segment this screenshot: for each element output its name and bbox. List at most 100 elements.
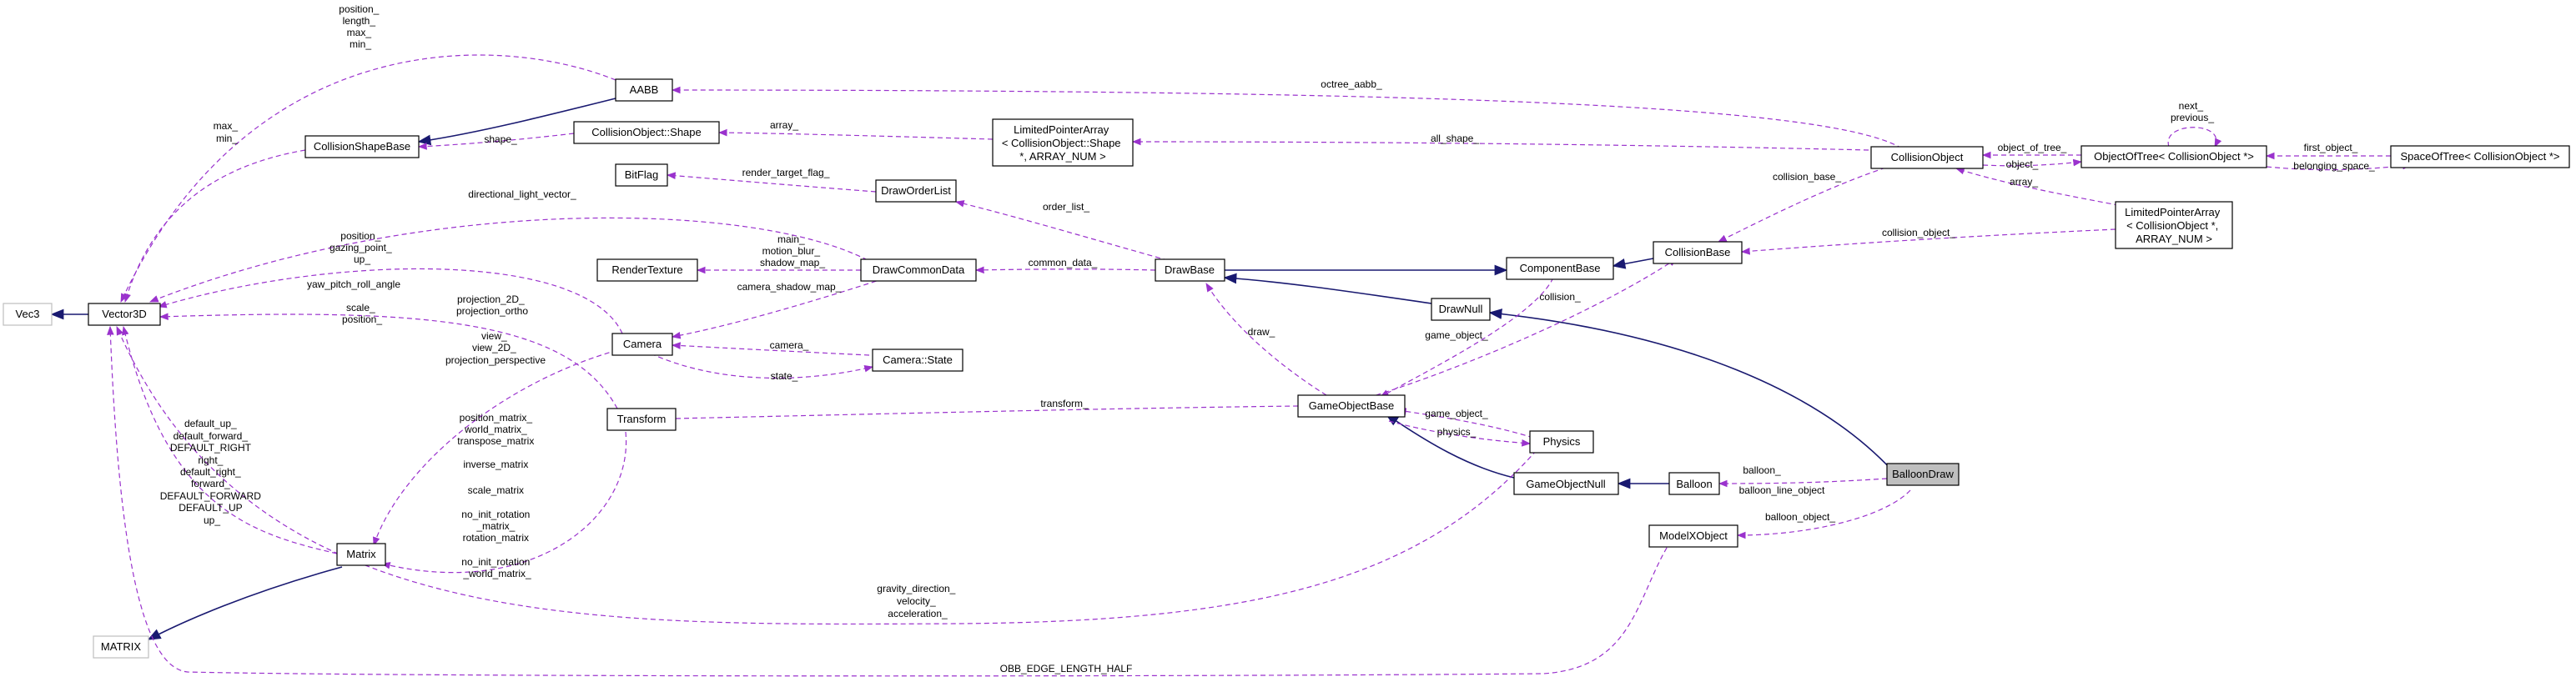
- edge-label-object-of-tree: object_of_tree_: [1998, 142, 2067, 153]
- node-gameobjectbase[interactable]: GameObjectBase: [1297, 394, 1406, 418]
- node-camera[interactable]: Camera: [611, 333, 673, 356]
- node-label: Camera::State: [883, 354, 953, 366]
- node-collisionobject-shape[interactable]: CollisionObject::Shape: [573, 121, 720, 144]
- node-objectoftree[interactable]: ObjectOfTree< CollisionObject *>: [2080, 145, 2267, 168]
- node-rendertexture[interactable]: RenderTexture: [596, 258, 698, 282]
- edge-label-array-lpa: array_: [2010, 176, 2038, 188]
- node-physics[interactable]: Physics: [1529, 430, 1594, 454]
- edge-drawcommondata-vector3d: [148, 217, 868, 303]
- node-label: Vector3D: [102, 308, 146, 320]
- node-drawnull[interactable]: DrawNull: [1431, 298, 1491, 321]
- node-aabb[interactable]: AABB: [615, 78, 673, 102]
- node-drawbase[interactable]: DrawBase: [1155, 258, 1225, 282]
- node-label: ObjectOfTree< CollisionObject *>: [2094, 150, 2254, 163]
- edge-aabb-collisionshapebase: [417, 98, 616, 146]
- edge-label-shape: shape_: [484, 133, 517, 145]
- node-label: GameObjectBase: [1309, 399, 1395, 412]
- edge-drawnull-drawbase: [1223, 273, 1432, 304]
- edge-balloondraw-modelxobject: [1736, 489, 1911, 539]
- edge-physics-gameobjectbase: [1396, 408, 1534, 439]
- edge-label-order-list: order_list_: [1043, 201, 1089, 213]
- node-vec3[interactable]: Vec3: [3, 303, 53, 326]
- node-lpa-collision-shape[interactable]: LimitedPointerArray < CollisionObject::S…: [992, 118, 1134, 167]
- edge-label-render-target-flag: render_target_flag_: [742, 167, 830, 178]
- edge-label-balloon-line-object: balloon_line_object: [1739, 484, 1825, 496]
- edge-label-max-min: max_ min_: [214, 120, 241, 144]
- edge-collisionobject-objectoftree: [1982, 158, 2083, 167]
- edge-matrix-matrixext: [147, 566, 343, 640]
- edge-collisionobject-collisionbase: [1718, 164, 1894, 243]
- edge-gameobjectnull-gameobjectbase: [1385, 414, 1515, 479]
- node-vector3d[interactable]: Vector3D: [88, 303, 161, 326]
- edge-label-game-object-physics: game_object_: [1425, 408, 1488, 419]
- edge-label-position-gazing-up: position_ gazing_point_ up_: [330, 230, 395, 265]
- edge-label-array-shape: array_: [770, 119, 798, 131]
- node-label: RenderTexture: [611, 263, 682, 276]
- node-label: Transform: [617, 413, 667, 425]
- edge-modelxobject-vector3d: [107, 325, 1682, 677]
- node-label: DrawNull: [1439, 303, 1483, 315]
- edge-label-main-motion-shadow: main_ motion_blur_ shadow_map_: [760, 233, 825, 268]
- node-collisionshapebase[interactable]: CollisionShapeBase: [304, 135, 420, 158]
- node-bitflag[interactable]: BitFlag: [615, 163, 668, 187]
- edge-aabb-vector3d: [120, 54, 616, 303]
- node-spaceoftree[interactable]: SpaceOfTree< CollisionObject *>: [2390, 145, 2570, 168]
- node-componentbase[interactable]: ComponentBase: [1506, 257, 1614, 280]
- edge-camera-camerastate: [650, 353, 874, 379]
- edge-label-yaw-pitch-roll: yaw_pitch_roll_angle: [307, 278, 400, 290]
- edge-label-camera-shadow-map: camera_shadow_map_: [737, 281, 842, 293]
- node-label: CollisionObject::Shape: [591, 126, 702, 138]
- node-gameobjectnull[interactable]: GameObjectNull: [1513, 472, 1619, 495]
- edge-lpaobject-collisionbase: [1740, 228, 2116, 255]
- node-balloondraw[interactable]: BalloonDraw: [1886, 463, 1960, 486]
- edge-label-state: state_: [771, 370, 798, 382]
- node-label: BalloonDraw: [1892, 468, 1954, 480]
- edge-label-balloon: balloon_: [1743, 464, 1781, 476]
- edge-transform-matrix: [380, 431, 627, 574]
- edge-label-belonging-space: belonging_space_: [2293, 160, 2375, 172]
- edge-label-projection-2d-ortho: projection_2D_ projection_ortho: [456, 293, 528, 317]
- edge-collisionshapebase-vector3d: [123, 149, 306, 303]
- edge-label-camera-state: camera_: [770, 339, 809, 351]
- edge-label-position-length: position_ length_ max_ min_: [339, 3, 381, 50]
- node-drawcommondata[interactable]: DrawCommonData: [860, 258, 977, 282]
- edge-drawbase-drawcommondata: [974, 266, 1156, 274]
- edge-lpaobject-collisionobject: [1955, 167, 2136, 209]
- node-collisionobject[interactable]: CollisionObject: [1870, 146, 1984, 169]
- edge-label-directional-light-vector: directional_light_vector_: [468, 188, 576, 200]
- edge-label-gravity-velocity: gravity_direction_ velocity_ acceleratio…: [877, 583, 958, 619]
- edge-label-vector-defaults: default_up_ default_forward_ DEFAULT_RIG…: [160, 418, 264, 526]
- edge-gameobjectbase-physics: [1388, 420, 1532, 447]
- edge-label-balloon-object: balloon_object_: [1765, 511, 1835, 523]
- edge-label-physics: physics_: [1437, 426, 1477, 438]
- edge-physics-vector3d: [116, 326, 1537, 625]
- node-label: Camera: [623, 338, 662, 350]
- node-matrix-external[interactable]: MATRIX: [93, 635, 149, 659]
- edge-transform-vector3d: [158, 313, 618, 409]
- edge-label-collision: collision_: [1539, 291, 1581, 303]
- node-collisionbase[interactable]: CollisionBase: [1653, 241, 1743, 264]
- node-matrix[interactable]: Matrix: [336, 543, 386, 566]
- edge-componentbase-gameobjectbase: [1380, 277, 1554, 398]
- edge-label-draw: draw_: [1248, 326, 1275, 338]
- node-balloon[interactable]: Balloon: [1668, 472, 1720, 495]
- edge-camera-matrix: [373, 349, 618, 547]
- node-label: MATRIX: [101, 640, 141, 653]
- node-draworderlist[interactable]: DrawOrderList: [875, 179, 957, 203]
- node-label: BitFlag: [625, 168, 658, 181]
- node-lpa-collision-object[interactable]: LimitedPointerArray < CollisionObject *,…: [2115, 201, 2233, 249]
- node-camera-state[interactable]: Camera::State: [872, 349, 963, 372]
- node-modelxobject[interactable]: ModelXObject: [1648, 524, 1738, 548]
- edge-shape-collisionshapebase: [417, 133, 575, 150]
- edge-label-first-object: first_object_: [2304, 142, 2358, 153]
- edge-gameobjectbase-drawbase: [1205, 283, 1327, 396]
- edge-collisionobject-aabb: [671, 86, 1903, 149]
- edge-drawcommondata-camera: [671, 278, 885, 339]
- node-transform[interactable]: Transform: [606, 408, 677, 431]
- node-label: Physics: [1543, 435, 1581, 448]
- edge-label-scale-position: scale_ position_: [342, 302, 382, 325]
- node-label: DrawCommonData: [873, 263, 965, 276]
- edge-gameobjectbase-collisionbase: [1367, 258, 1678, 399]
- edge-draworderlist-bitflag: [666, 172, 877, 193]
